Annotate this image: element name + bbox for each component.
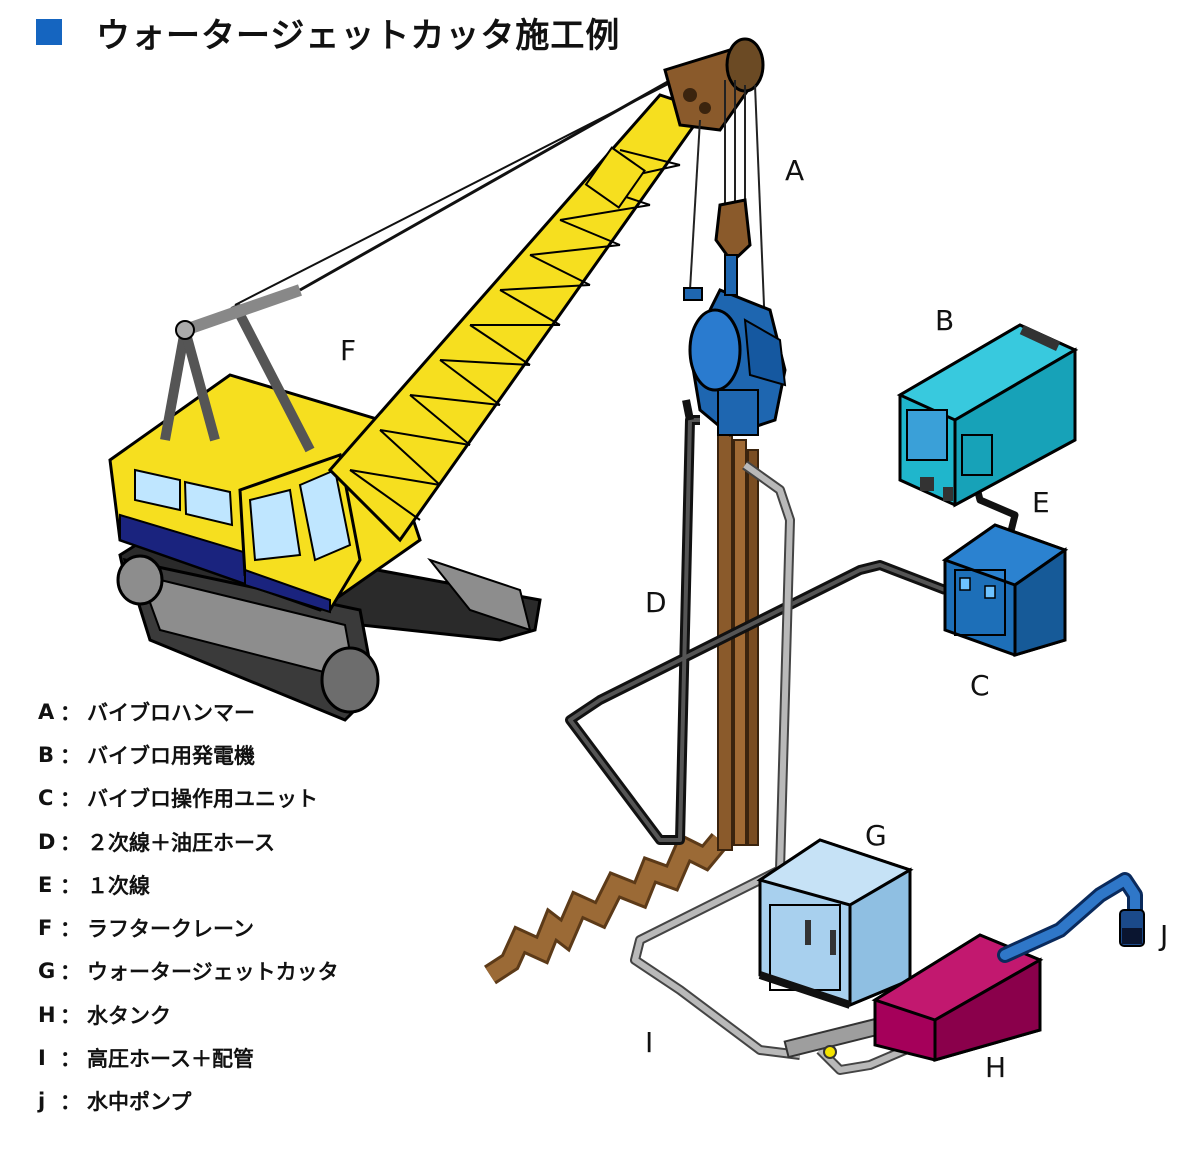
legend-item-d: D：２次線＋油圧ホース [38,820,339,863]
legend-label: ラフタークレーン [87,917,254,942]
legend-label: 水タンク [87,1003,171,1028]
crawler-crane [108,37,766,722]
legend-key: B [38,742,55,767]
legend-key: H [38,1002,56,1027]
legend-label: バイブロ操作用ユニット [87,787,318,812]
legend-item-j: j：水中ポンプ [38,1080,339,1123]
water-jet-cutter [756,838,914,1009]
vibro-generator [896,323,1079,508]
legend-item-h: H：水タンク [38,993,339,1036]
legend-item-i: I：高圧ホース＋配管 [38,1036,339,1079]
legend-item-a: A：バイブロハンマー [38,690,339,733]
legend-key: C [38,786,54,811]
callout-f: F [340,334,356,367]
page-title: ウォータージェットカッタ施工例 [96,15,621,56]
callout-a: A [785,154,804,187]
legend-label: 水中ポンプ [87,1090,192,1115]
legend-item-b: B：バイブロ用発電機 [38,733,339,776]
high-pressure-hose [630,460,910,1075]
secondary-cable-hydraulic-hose [565,399,947,845]
legend-key: j [38,1089,46,1114]
title-square-icon [36,19,62,45]
legend-label: バイブロ用発電機 [87,743,255,768]
legend-item-g: G：ウォータージェットカッタ [38,950,339,993]
legend-label: 高圧ホース＋配管 [87,1047,254,1072]
legend-label: バイブロハンマー [87,700,255,725]
legend-label: ２次線＋油圧ホース [87,830,275,855]
vibro-hammer [683,254,787,437]
callout-b: B [935,304,954,337]
legend-label: １次線 [87,873,150,898]
legend-key: E [38,872,53,897]
component-legend: A：バイブロハンマー B：バイブロ用発電機 C：バイブロ操作用ユニット D：２次… [38,690,339,1123]
callout-e: E [1032,486,1050,519]
legend-key: I [38,1046,46,1071]
legend-item-c: C：バイブロ操作用ユニット [38,777,339,820]
driven-sheet-piles [717,429,759,851]
vibro-control-unit [941,523,1069,658]
legend-item-e: E：１次線 [38,863,339,906]
legend-item-f: F：ラフタークレーン [38,906,339,949]
callout-g: G [865,819,887,852]
legend-key: D [38,829,56,854]
legend-key: G [38,959,56,984]
legend-label: ウォータージェットカッタ [87,960,339,985]
submersible-pump [997,872,1145,963]
legend-key: F [38,916,53,941]
legend-key: A [38,699,55,724]
callout-d: D [645,586,667,619]
callout-h: H [985,1051,1006,1084]
sheet-pile-wall [484,832,729,985]
callout-j: J [1158,919,1168,952]
callout-c: C [970,669,990,702]
title-row: ウォータージェットカッタ施工例 [36,10,621,56]
callout-i: I [645,1026,653,1059]
